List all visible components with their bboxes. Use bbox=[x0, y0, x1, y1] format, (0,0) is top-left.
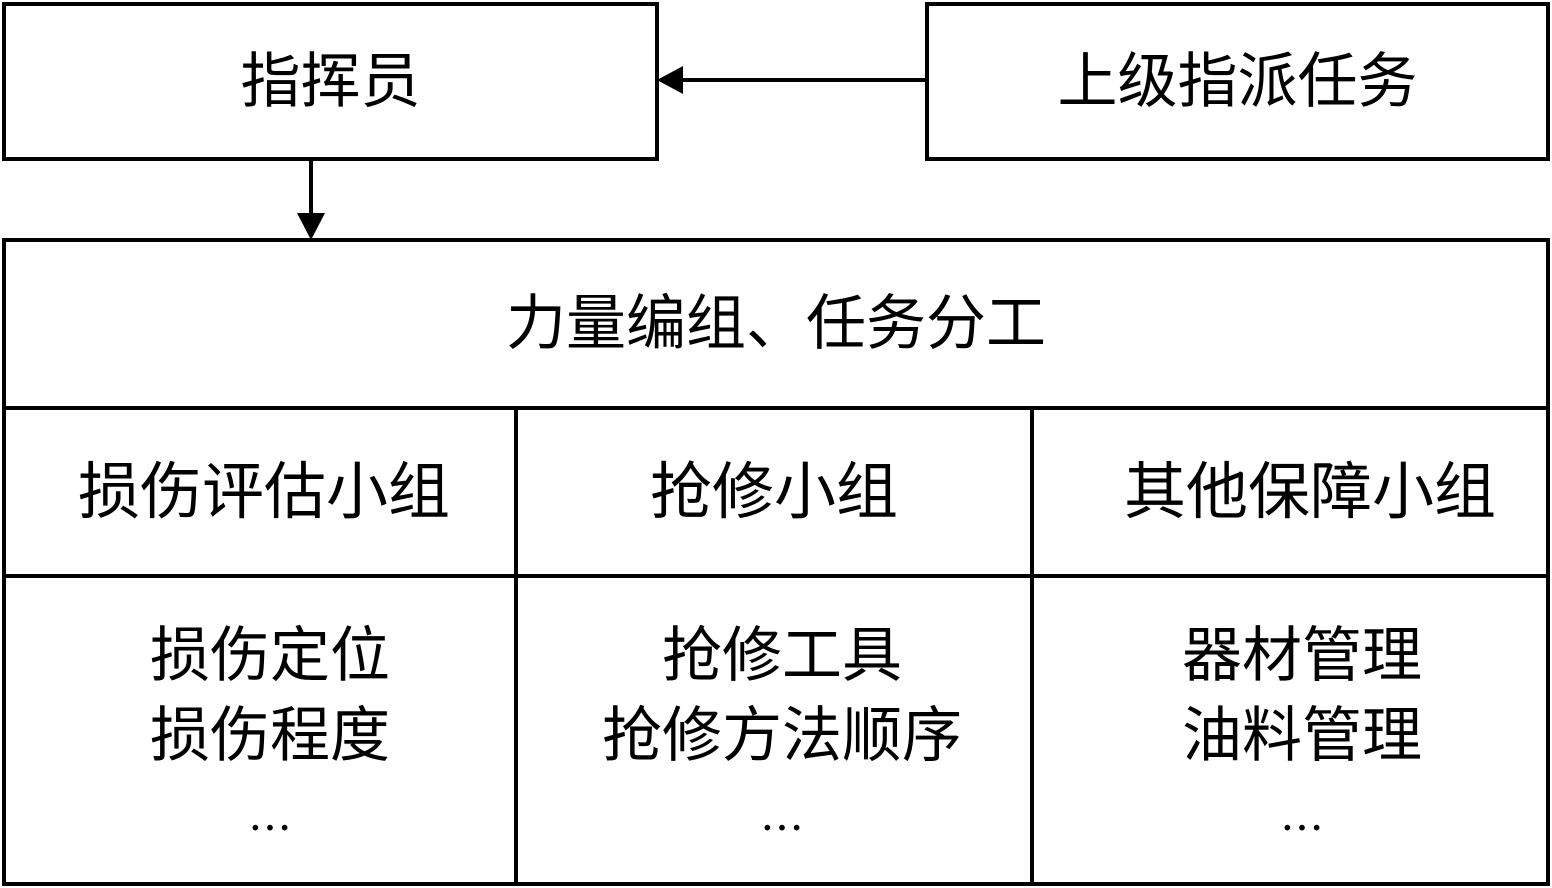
arrowhead-to-division bbox=[297, 213, 325, 240]
list-item: 器材管理 bbox=[1182, 621, 1422, 691]
group-items-damage-assessment: 损伤定位 损伤程度 … bbox=[6, 616, 534, 856]
list-item-ellipsis: … bbox=[1280, 790, 1324, 841]
list-item: 损伤程度 bbox=[150, 701, 390, 771]
group-items-other-support: 器材管理 油料管理 … bbox=[1034, 616, 1552, 856]
list-item: 抢修方法顺序 bbox=[602, 701, 962, 771]
commander-box: 指挥员 bbox=[2, 2, 659, 161]
column-divider-2 bbox=[1030, 408, 1034, 886]
group-items-repair: 抢修工具 抢修方法顺序 … bbox=[518, 616, 1046, 856]
divider-under-division bbox=[2, 406, 1550, 410]
list-item: 油料管理 bbox=[1182, 701, 1422, 771]
commander-label: 指挥员 bbox=[240, 46, 421, 117]
list-item: 抢修工具 bbox=[662, 621, 902, 691]
group-title-other-support: 其他保障小组 bbox=[1123, 455, 1496, 528]
division-table bbox=[2, 238, 1550, 886]
list-item-ellipsis: … bbox=[248, 790, 292, 841]
list-item-ellipsis: … bbox=[760, 790, 804, 841]
arrowhead-to-commander bbox=[657, 66, 683, 94]
list-item: 损伤定位 bbox=[150, 621, 390, 691]
superior-task-box: 上级指派任务 bbox=[925, 2, 1550, 161]
division-label: 力量编组、任务分工 bbox=[506, 289, 1046, 359]
column-divider-1 bbox=[514, 408, 518, 886]
group-title-repair: 抢修小组 bbox=[649, 455, 898, 528]
superior-task-label: 上级指派任务 bbox=[1057, 46, 1418, 117]
divider-under-group-titles bbox=[2, 574, 1550, 578]
group-title-damage-assessment: 损伤评估小组 bbox=[77, 455, 450, 528]
